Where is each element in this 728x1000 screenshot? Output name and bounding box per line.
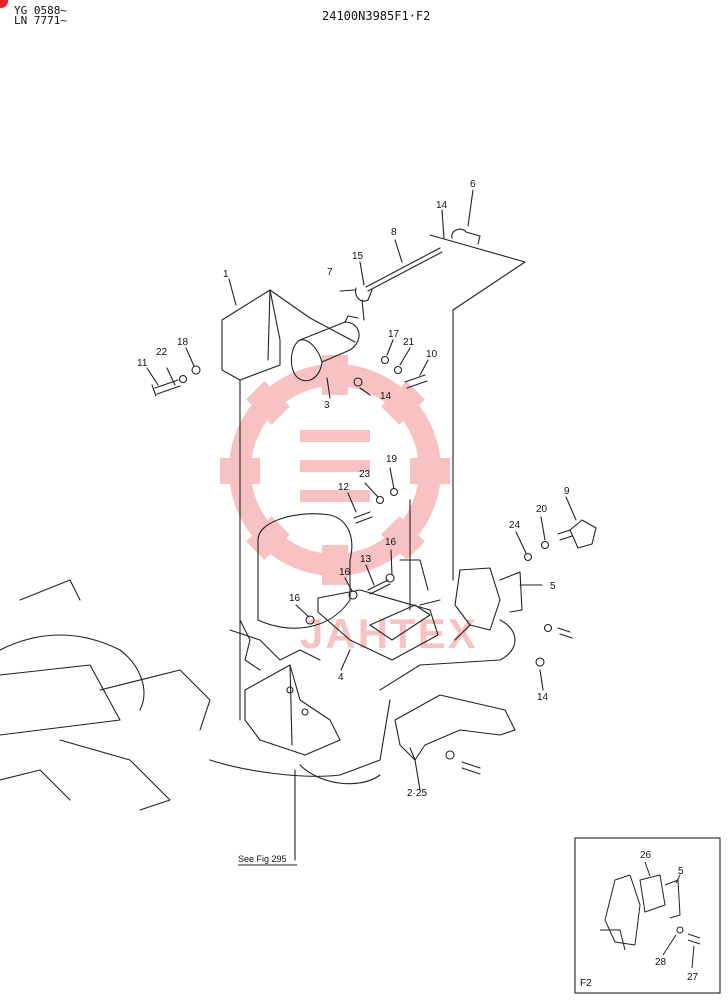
callout-5: 5 xyxy=(550,581,556,592)
corner-badge-icon xyxy=(0,0,8,8)
callout-10: 10 xyxy=(426,349,438,360)
callout-13: 13 xyxy=(360,554,372,565)
callout-24: 24 xyxy=(509,520,521,531)
inset-callout-27: 27 xyxy=(687,972,699,983)
callout-1: 1 xyxy=(223,269,229,280)
callout-14-mid: 14 xyxy=(380,391,392,402)
reference-note: See Fig 295 xyxy=(238,854,287,864)
inset-callout-26: 26 xyxy=(640,850,652,861)
callout-18: 18 xyxy=(177,337,189,348)
callout-12: 12 xyxy=(338,482,350,493)
callout-9: 9 xyxy=(564,486,570,497)
callout-14-top: 14 xyxy=(436,200,448,211)
drawing-number: 24100N3985F1·F2 xyxy=(322,9,431,23)
callout-16-b: 16 xyxy=(339,567,351,578)
serial-code-line-1: YG 0588~ xyxy=(14,4,67,17)
callout-16-c: 16 xyxy=(289,593,301,604)
callout-16-a: 16 xyxy=(385,537,397,548)
callout-3: 3 xyxy=(324,400,330,411)
callout-6: 6 xyxy=(470,179,476,190)
inset-callout-5: 5 xyxy=(678,866,684,877)
callout-22: 22 xyxy=(156,347,168,358)
callout-labels: 1 2·25 3 4 5 6 7 8 9 10 11 12 13 14 14 1… xyxy=(137,179,570,799)
callout-23: 23 xyxy=(359,469,371,480)
callout-7: 7 xyxy=(327,267,333,278)
callout-20: 20 xyxy=(536,504,548,515)
callout-15: 15 xyxy=(352,251,364,262)
callout-4: 4 xyxy=(338,672,344,683)
serial-code-line-2: LN 7771~ xyxy=(14,14,67,27)
inset-callout-28: 28 xyxy=(655,957,667,968)
callout-21: 21 xyxy=(403,337,415,348)
watermark-text: JAHTEX xyxy=(300,610,478,657)
callout-8: 8 xyxy=(391,227,397,238)
callout-11: 11 xyxy=(137,358,148,369)
watermark-logo-icon: JAHTEX xyxy=(220,355,478,657)
callout-19: 19 xyxy=(386,454,398,465)
callout-2-25: 2·25 xyxy=(407,788,427,799)
callout-17: 17 xyxy=(388,329,400,340)
inset-label: F2 xyxy=(580,978,592,989)
callout-14-low: 14 xyxy=(537,692,549,703)
inset-f2: 26 5 28 27 F2 xyxy=(574,837,721,994)
